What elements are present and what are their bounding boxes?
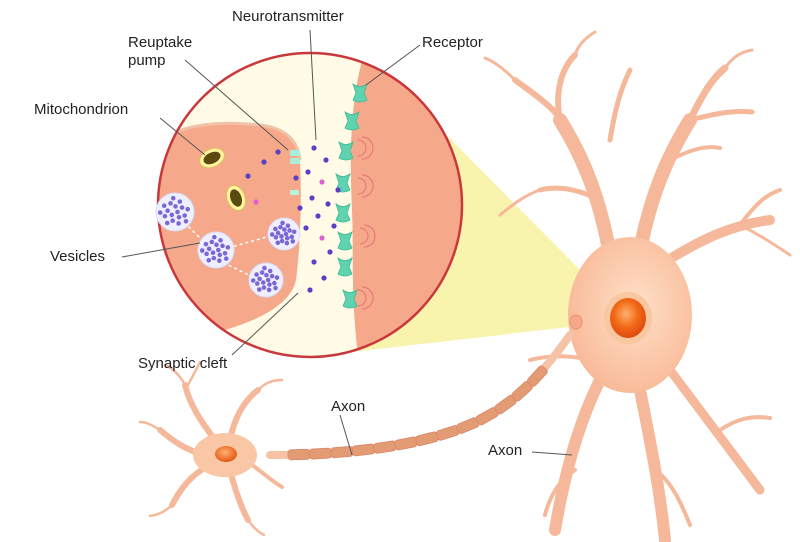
receptor-cup <box>344 110 360 131</box>
myelin-segment <box>415 431 439 447</box>
neurotransmitter-molecule <box>297 205 303 211</box>
receptor-cup <box>342 288 358 309</box>
neurotransmitter-molecule <box>335 187 341 193</box>
receptor-cup <box>337 256 353 277</box>
vesicle-cluster <box>197 231 235 269</box>
label-neurotransmitter: Neurotransmitter <box>232 8 344 25</box>
myelin-segment <box>287 448 311 461</box>
leader-lines <box>121 29 573 456</box>
neurotransmitter-molecule <box>319 235 325 241</box>
neurotransmitter-molecule <box>245 173 251 179</box>
neurotransmitter-molecule <box>303 225 309 231</box>
label-reuptake-pump-line1: Reuptake <box>128 34 193 51</box>
neurotransmitter-molecule <box>275 149 281 155</box>
vesicle-cluster <box>267 217 301 251</box>
vesicle-cluster <box>155 192 195 232</box>
label-mitochondrion: Mitochondrion <box>34 101 129 118</box>
label-axon-presynaptic: Axon <box>331 398 366 415</box>
presynaptic-nucleus <box>215 446 237 462</box>
neurotransmitter-molecule <box>321 275 327 281</box>
vesicle-group <box>155 192 301 298</box>
receptor-cup <box>338 140 354 161</box>
receptor-group <box>335 82 368 309</box>
myelin-segment <box>527 365 548 387</box>
neurotransmitter-molecule <box>319 179 325 185</box>
receptor-cup <box>352 82 368 103</box>
neurotransmitter-molecule <box>311 145 317 151</box>
myelin-segment <box>373 440 397 454</box>
neurotransmitter-molecule <box>261 159 267 165</box>
myelin-segment <box>394 436 418 451</box>
label-receptor: Receptor <box>422 34 483 51</box>
neurotransmitter-molecule <box>309 195 315 201</box>
neurotransmitter-molecule <box>323 157 329 163</box>
synapse-point <box>569 314 583 330</box>
signal-ripples <box>357 136 376 310</box>
label-reuptake-pump: Reuptake pump <box>128 34 192 70</box>
label-reuptake-pump-line2: pump <box>128 52 166 69</box>
myelin-segment <box>308 447 332 460</box>
neurotransmitter-molecule <box>293 175 299 181</box>
vesicle-cluster <box>248 262 284 298</box>
myelin-sheath <box>287 365 548 461</box>
myelin-segment <box>435 425 460 441</box>
postsynaptic-neuron <box>483 30 792 542</box>
receptor-cup <box>335 202 351 223</box>
neurotransmitter-molecule <box>253 199 259 205</box>
neurotransmitter-molecule <box>315 213 321 219</box>
postsynaptic-nucleus <box>610 298 646 338</box>
label-vesicles: Vesicles <box>50 248 106 265</box>
neurotransmitter-molecule <box>305 169 311 175</box>
neurotransmitter-molecules <box>245 145 341 293</box>
label-synaptic-cleft: Synaptic cleft <box>138 355 228 372</box>
receptor-cup <box>337 230 353 251</box>
label-axon-postsynaptic: Axon <box>488 442 523 459</box>
neurotransmitter-molecule <box>307 287 313 293</box>
myelin-segment <box>351 443 375 457</box>
neurotransmitter-molecule <box>327 249 333 255</box>
neurotransmitter-molecule <box>331 223 337 229</box>
neurotransmitter-molecule <box>325 201 331 207</box>
reuptake-pump-icon <box>290 150 300 195</box>
mitochondrion-icon <box>199 147 247 212</box>
neurotransmitter-molecule <box>311 259 317 265</box>
